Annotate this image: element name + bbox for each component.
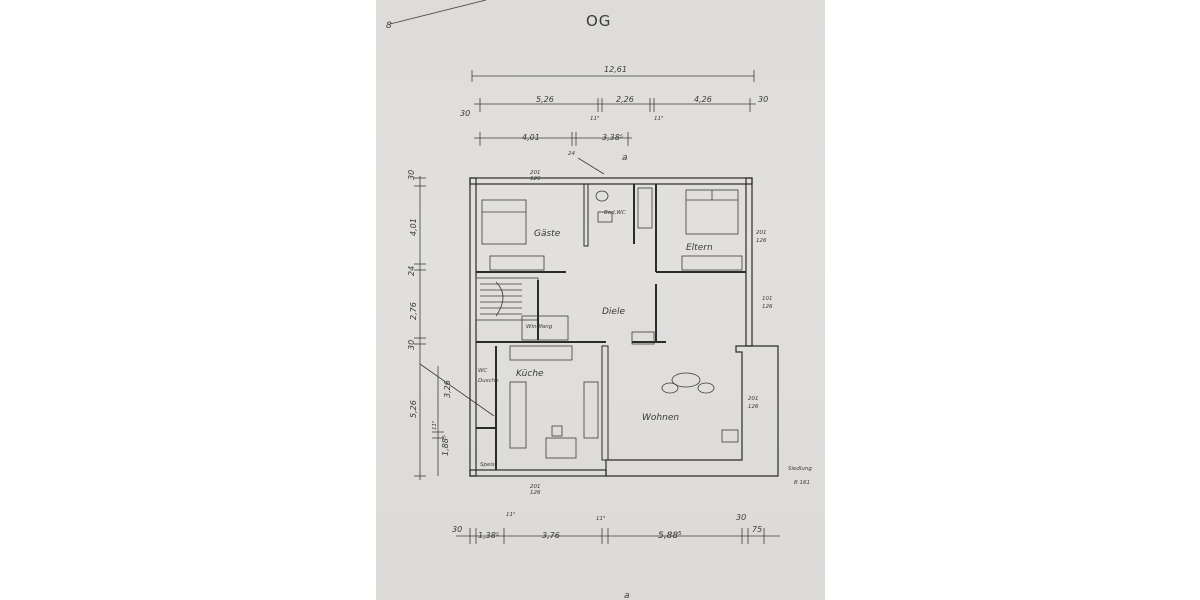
dim-bottom-1-38: 1,38⁵ — [478, 531, 499, 540]
corner-line — [389, 0, 487, 25]
win-kueche-126: 126 — [530, 490, 541, 496]
dim-top-seg-2: 2,26 — [616, 95, 634, 104]
staircase — [480, 281, 522, 317]
win-gaeste-201: 201 — [530, 170, 541, 176]
label-siedlung-code: B 161 — [794, 480, 810, 486]
room-eltern: Eltern — [686, 243, 713, 253]
dim-total-width: 12,61 — [604, 65, 627, 74]
dim-bottom-30-right: 30 — [736, 513, 746, 522]
floor-title: OG — [586, 12, 611, 30]
guest-bed — [481, 199, 527, 245]
label-siedlung: Siedlung — [788, 466, 812, 472]
dim-left-24: 24 — [407, 266, 416, 276]
mark-a-top: a — [622, 153, 628, 163]
dim-bottom-11-1: 11⁵ — [506, 511, 515, 518]
window-marks: 201 126 201 126 101 126 201 126 201 126 … — [530, 170, 812, 496]
dim-left-3-26: 3,26 — [443, 380, 452, 398]
dim-top-11-2: 11⁵ — [654, 115, 663, 122]
dim-top-seg-3: 4,26 — [694, 95, 712, 104]
dim-left-2-76: 2,76 — [409, 302, 418, 320]
dim-top-30-left: 30 — [460, 109, 470, 118]
win-wohnen-126: 126 — [748, 404, 759, 410]
dim-left-30b: 30 — [407, 340, 416, 350]
kitchen-table — [545, 437, 577, 459]
room-wc: WC — [478, 368, 487, 374]
dim-left-30: 30 — [407, 170, 416, 180]
walls — [469, 177, 779, 477]
dim-top-30-right: 30 — [758, 95, 768, 104]
win-kueche-201: 201 — [530, 484, 541, 490]
dim-bottom-3-76: 3,76 — [542, 531, 560, 540]
top-dimensions: 12,61 30 5,26 2,26 4,26 30 11⁵ 11⁵ 4,01 … — [460, 65, 768, 175]
dim-bottom-30-left: 30 — [452, 525, 462, 534]
bathtub — [637, 187, 653, 229]
dim-top-seg-1: 5,26 — [536, 95, 554, 104]
room-labels: Gäste Bad,WC Eltern Diele Windfang Küche… — [478, 210, 713, 468]
room-speis: Speis — [480, 462, 495, 468]
room-kueche: Küche — [516, 369, 544, 379]
win-wohnen-201: 201 — [748, 396, 759, 402]
room-bad-wc: Bad,WC — [604, 210, 626, 216]
dim-top-11-1: 11⁵ — [590, 115, 599, 122]
room-dusche: Dusche — [478, 378, 499, 384]
win-gaeste-126: 126 — [530, 176, 541, 182]
living-table — [671, 372, 701, 388]
room-diele: Diele — [602, 307, 625, 317]
dim-bottom-11-2: 11⁵ — [596, 515, 605, 522]
dim-bottom-75: 75 — [752, 525, 762, 534]
win-126: 126 — [762, 304, 773, 310]
kitchen-counter — [509, 345, 573, 361]
corner-mark-text: 8 — [386, 21, 392, 31]
dim-second-seg-2: 3,38⁵ — [602, 133, 623, 142]
bottom-dimensions: 30 1,38⁵ 3,76 5,88⁵ 30 75 11⁵ 11⁵ a — [452, 511, 780, 600]
dim-left-1-88: 1,88⁵ — [441, 435, 450, 456]
room-gaeste: Gäste — [534, 229, 561, 239]
win-eltern-201: 201 — [756, 230, 767, 236]
left-dimensions: 30 4,01 24 2,76 30 5,26 3,26 1,88⁵ 11⁵ — [407, 170, 495, 480]
dim-left-5-26: 5,26 — [409, 400, 418, 418]
mark-a-bottom: a — [624, 591, 630, 600]
dim-left-4-01: 4,01 — [409, 218, 418, 236]
win-101: 101 — [762, 296, 773, 302]
win-eltern-126: 126 — [756, 238, 767, 244]
floor-plan-photo: 8 OG 12,61 30 5,26 2,26 4,26 30 11⁵ 11⁵ — [376, 0, 825, 600]
room-windfang: Windfang — [526, 324, 553, 330]
room-wohnen: Wohnen — [642, 413, 679, 423]
mark-24-top: 24 — [568, 151, 575, 157]
furniture — [480, 187, 743, 459]
floor-plan-drawing: 8 OG 12,61 30 5,26 2,26 4,26 30 11⁵ 11⁵ — [386, 0, 812, 600]
dim-second-seg-1: 4,01 — [522, 133, 540, 142]
dim-left-11: 11⁵ — [431, 421, 438, 430]
dim-bottom-5-88: 5,88⁵ — [658, 531, 682, 541]
